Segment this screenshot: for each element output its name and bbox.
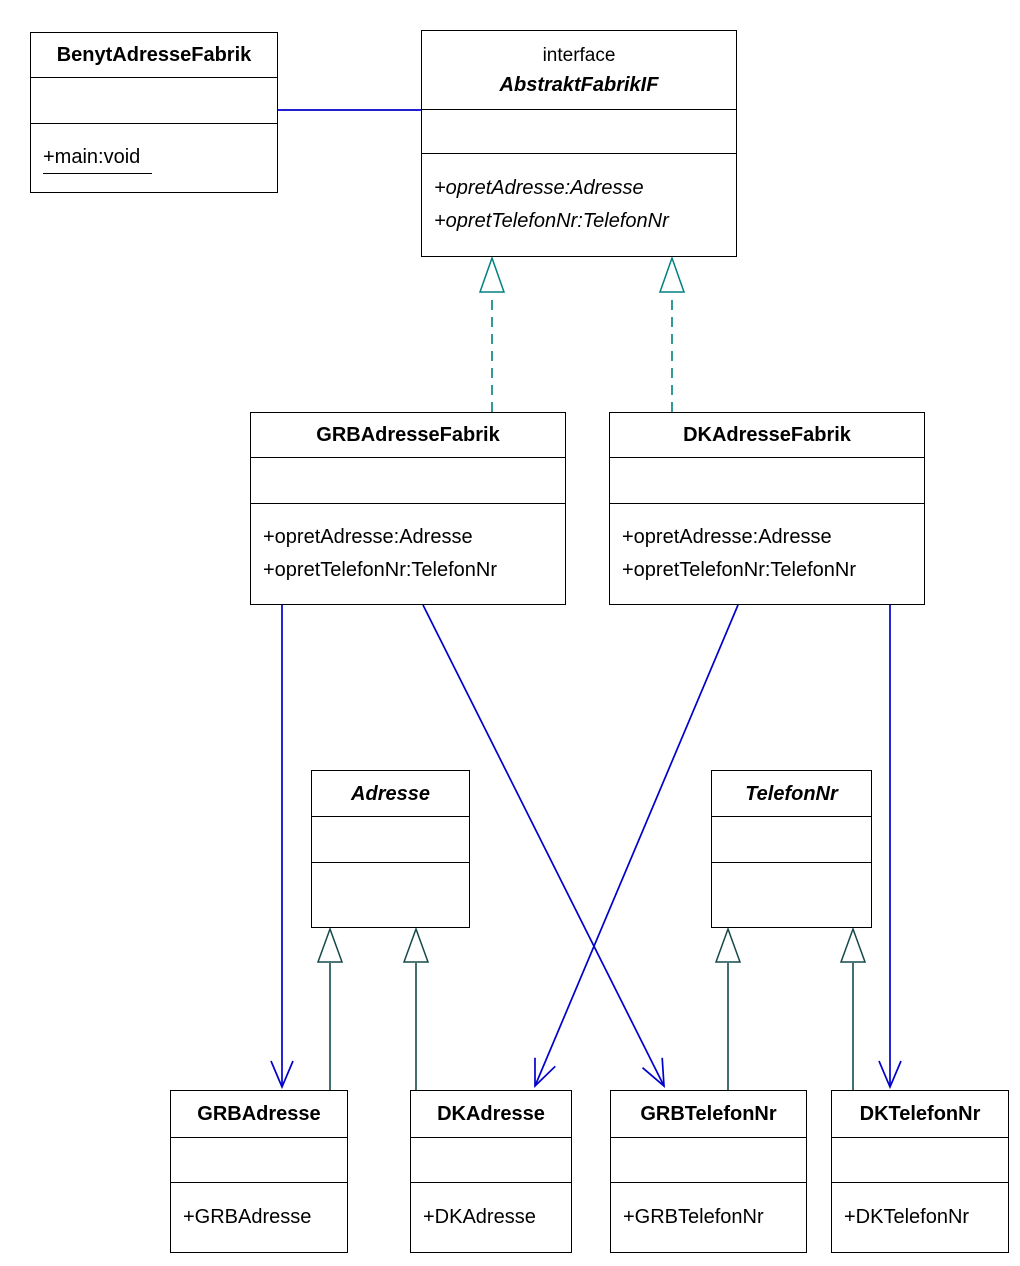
attributes-section	[312, 817, 469, 863]
class-name: TelefonNr	[745, 782, 838, 805]
attributes-section	[832, 1138, 1008, 1183]
generalization-grbtelefonnr-triangle-icon	[714, 926, 742, 963]
methods-section: +opretAdresse:Adresse +opretTelefonNr:Te…	[610, 504, 924, 604]
class-dktelefonnr: DKTelefonNr +DKTelefonNr	[831, 1090, 1009, 1253]
methods-section: +opretAdresse:Adresse +opretTelefonNr:Te…	[422, 154, 736, 256]
methods-section: +DKAdresse	[411, 1183, 571, 1252]
generalization-dktelefonnr-triangle-icon	[839, 926, 867, 963]
constructor-grbadresse: +GRBAdresse	[183, 1206, 312, 1228]
class-title: BenytAdresseFabrik	[31, 33, 277, 78]
method-oprettelefonnr: +opretTelefonNr:TelefonNr	[434, 210, 669, 232]
class-name: BenytAdresseFabrik	[56, 44, 252, 66]
class-title: GRBAdresse	[171, 1091, 347, 1138]
attributes-section	[31, 78, 277, 124]
methods-section: +GRBTelefonNr	[611, 1183, 806, 1252]
realization-dkfabrik-triangle-icon	[658, 255, 686, 293]
class-title: DKAdresseFabrik	[610, 413, 924, 458]
attributes-section	[610, 458, 924, 504]
method-opretadresse: +opretAdresse:Adresse	[434, 177, 644, 199]
class-name: Adresse	[351, 782, 430, 805]
class-benytadressefabrik: BenytAdresseFabrik +main:void	[30, 32, 278, 193]
methods-section	[712, 863, 871, 927]
class-telefonnr: TelefonNr	[711, 770, 872, 928]
generalization-dkadresse-triangle-icon	[402, 926, 430, 963]
constructor-dktelefonnr: +DKTelefonNr	[844, 1206, 970, 1228]
method-main: +main:void	[43, 143, 153, 174]
attributes-section	[411, 1138, 571, 1183]
class-name: GRBAdresse	[197, 1103, 321, 1125]
constructor-dkadresse: +DKAdresse	[423, 1206, 536, 1228]
class-adresse: Adresse	[311, 770, 470, 928]
class-title: interface AbstraktFabrikIF	[422, 31, 736, 110]
class-name: DKAdresse	[437, 1103, 545, 1125]
class-grbtelefonnr: GRBTelefonNr +GRBTelefonNr	[610, 1090, 807, 1253]
method-opretadresse: +opretAdresse:Adresse	[622, 526, 832, 548]
interface-abstraktfabrikif: interface AbstraktFabrikIF +opretAdresse…	[421, 30, 737, 257]
attributes-section	[712, 817, 871, 863]
class-dkadresse: DKAdresse +DKAdresse	[410, 1090, 572, 1253]
attributes-section	[171, 1138, 347, 1183]
class-name: GRBTelefonNr	[640, 1103, 777, 1125]
stereotype-label: interface	[542, 44, 616, 66]
attributes-section	[251, 458, 565, 504]
methods-section: +DKTelefonNr	[832, 1183, 1008, 1252]
method-oprettelefonnr: +opretTelefonNr:TelefonNr	[263, 559, 498, 581]
attributes-section	[422, 110, 736, 154]
method-oprettelefonnr: +opretTelefonNr:TelefonNr	[622, 559, 857, 581]
methods-section: +main:void	[31, 124, 277, 192]
attributes-section	[611, 1138, 806, 1183]
class-name: DKTelefonNr	[859, 1103, 981, 1125]
methods-section	[312, 863, 469, 927]
class-dkadressefabrik: DKAdresseFabrik +opretAdresse:Adresse +o…	[609, 412, 925, 605]
realization-grbfabrik-triangle-icon	[478, 255, 506, 293]
class-title: DKAdresse	[411, 1091, 571, 1138]
class-name: AbstraktFabrikIF	[499, 73, 659, 96]
generalization-grbadresse-triangle-icon	[316, 926, 344, 963]
class-name: DKAdresseFabrik	[683, 424, 851, 446]
class-title: TelefonNr	[712, 771, 871, 817]
class-grbadressefabrik: GRBAdresseFabrik +opretAdresse:Adresse +…	[250, 412, 566, 605]
class-title: Adresse	[312, 771, 469, 817]
constructor-grbtelefonnr: +GRBTelefonNr	[623, 1206, 764, 1228]
methods-section: +GRBAdresse	[171, 1183, 347, 1252]
dependency-dkfabrik-to-dkadresse	[534, 604, 739, 1089]
method-opretadresse: +opretAdresse:Adresse	[263, 526, 473, 548]
class-title: GRBTelefonNr	[611, 1091, 806, 1138]
class-title: GRBAdresseFabrik	[251, 413, 565, 458]
class-grbadresse: GRBAdresse +GRBAdresse	[170, 1090, 348, 1253]
class-title: DKTelefonNr	[832, 1091, 1008, 1138]
methods-section: +opretAdresse:Adresse +opretTelefonNr:Te…	[251, 504, 565, 604]
class-name: GRBAdresseFabrik	[316, 424, 500, 446]
